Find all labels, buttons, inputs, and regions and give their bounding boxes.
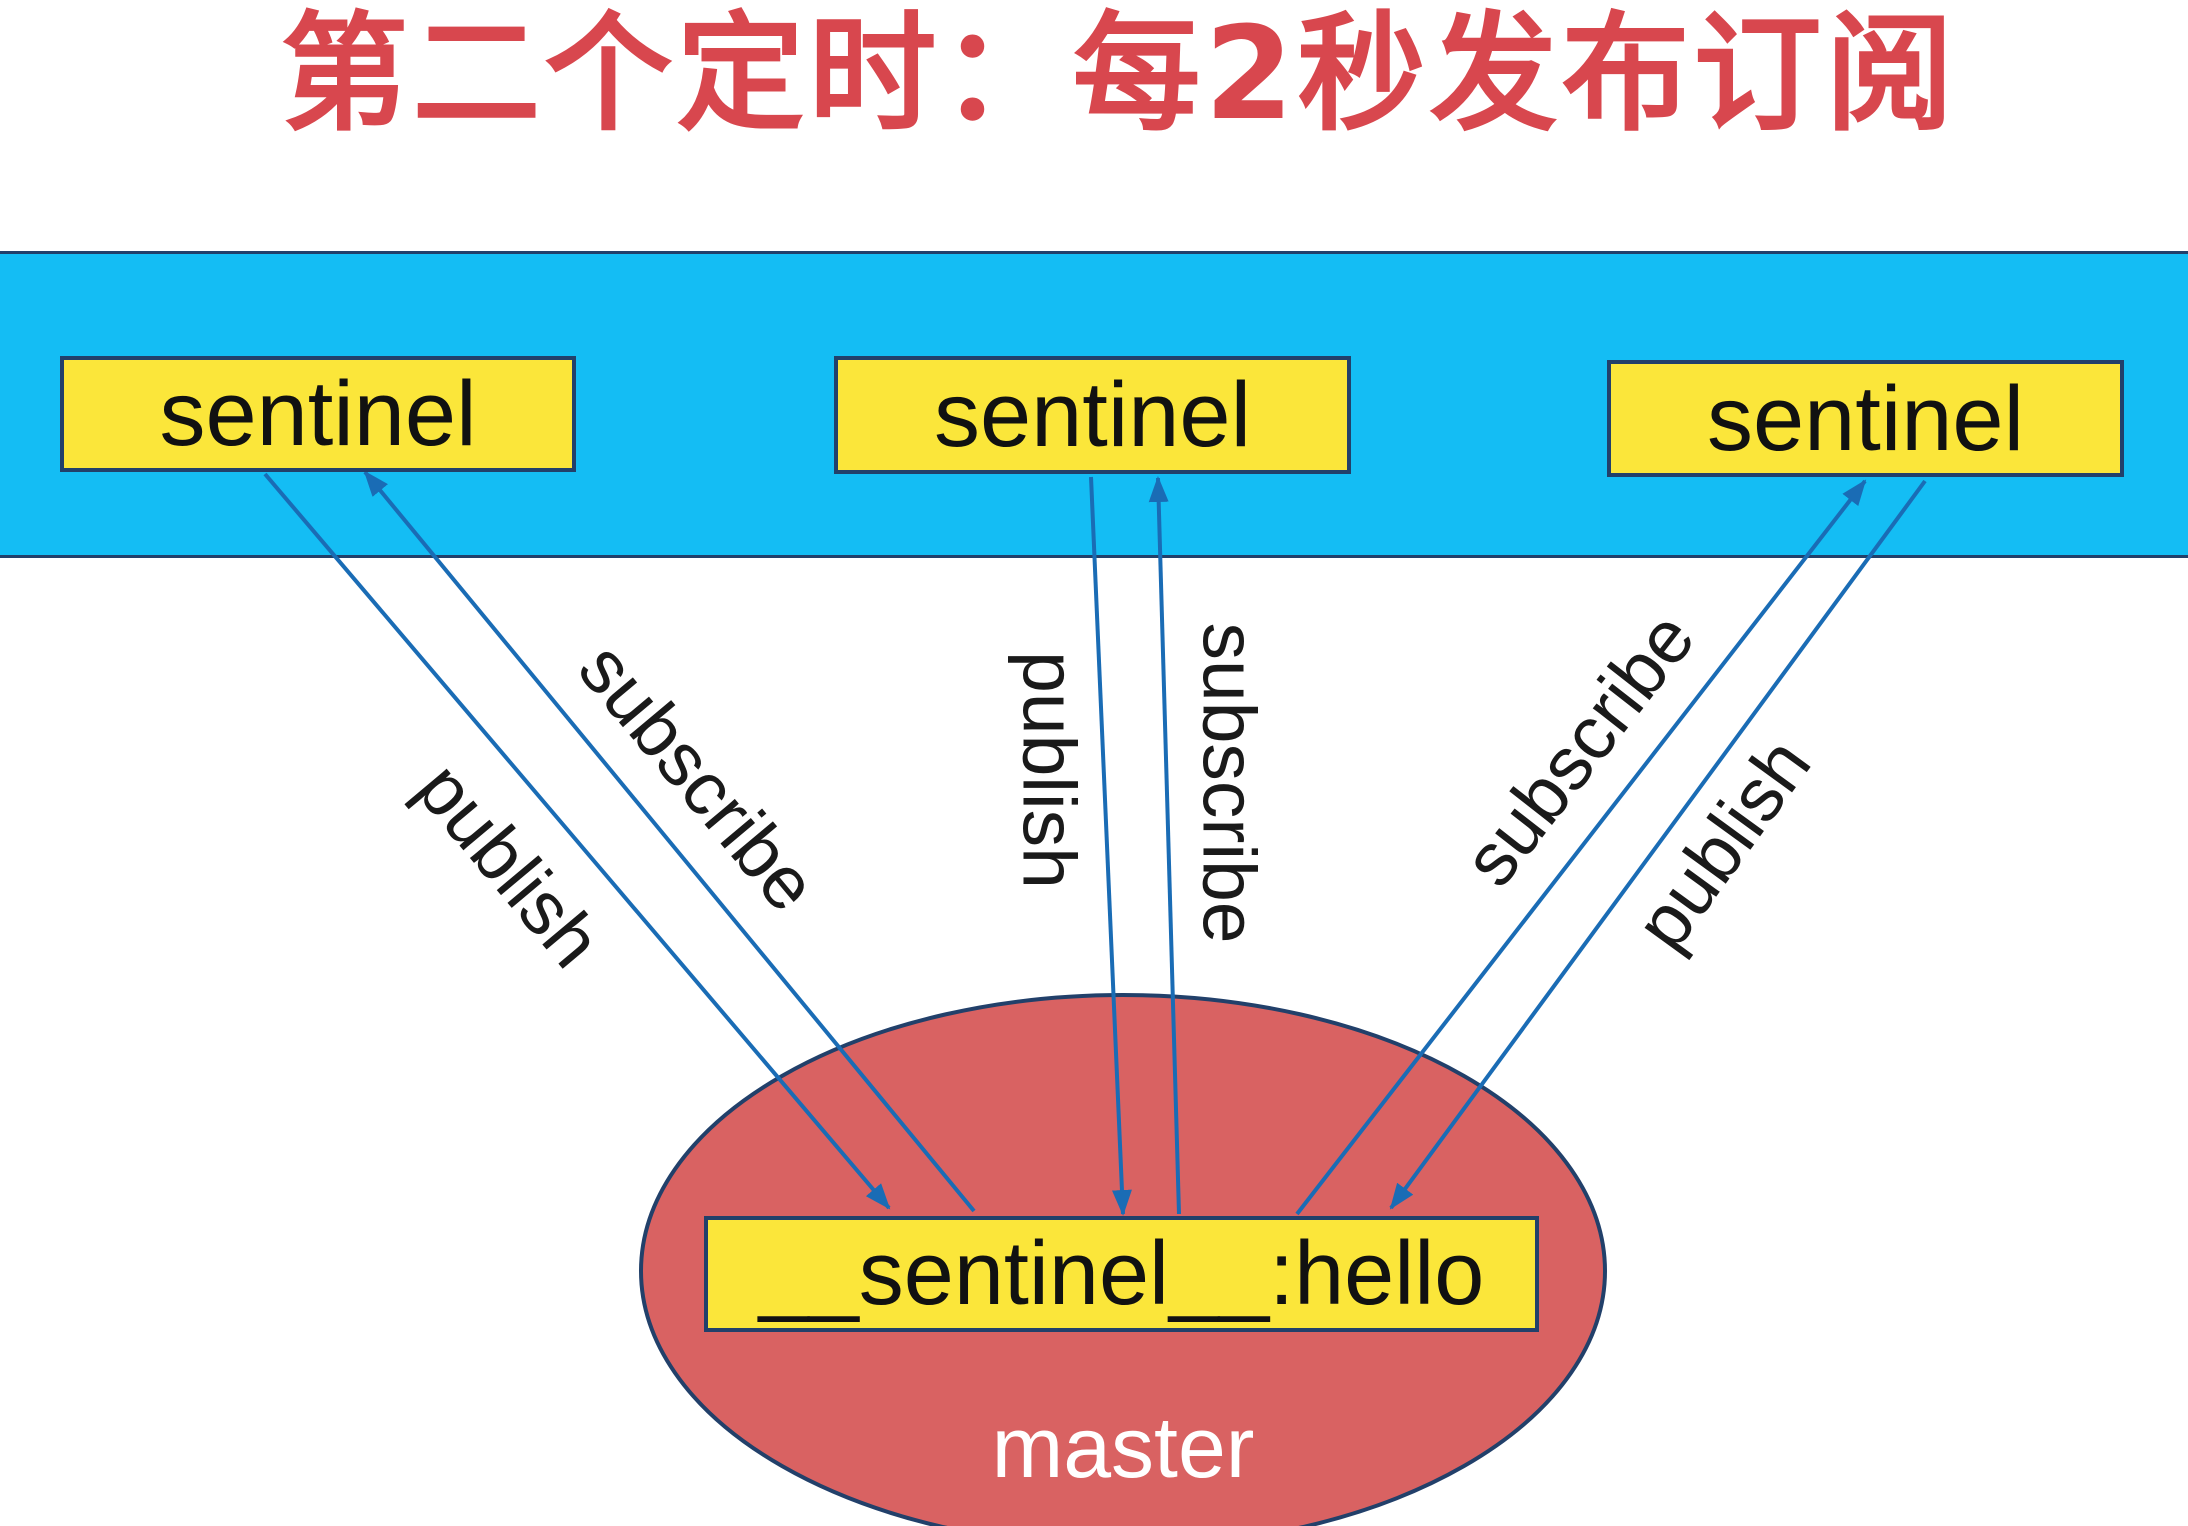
publish-arrow-sentinel-2	[1089, 476, 1132, 1216]
sentinel-node-1: sentinel	[60, 356, 576, 472]
sentinel-label: sentinel	[159, 363, 477, 465]
page-title: 第二个定时：每2秒发布订阅	[280, 0, 1958, 149]
publish-arrow-sentinel-1	[263, 472, 891, 1210]
subscribe-arrow-sentinel-1	[363, 470, 976, 1213]
publish-label-2: publish	[1007, 651, 1092, 889]
sentinel-label: sentinel	[933, 364, 1252, 466]
publish-arrow-sentinel-3	[1389, 479, 1927, 1210]
subscribe-arrow-sentinel-2	[1148, 476, 1181, 1215]
channel-label: __sentinel__:hello	[758, 1224, 1485, 1324]
master-label: master	[991, 1400, 1255, 1496]
sentinel-node-2: sentinel	[834, 356, 1351, 474]
subscribe-label-2: subscribe	[1187, 622, 1272, 944]
sentinel-node-3: sentinel	[1607, 360, 2124, 477]
sentinel-label: sentinel	[1706, 367, 2025, 470]
subscribe-arrow-sentinel-3	[1295, 479, 1867, 1216]
hello-channel-box: __sentinel__:hello	[704, 1216, 1539, 1332]
